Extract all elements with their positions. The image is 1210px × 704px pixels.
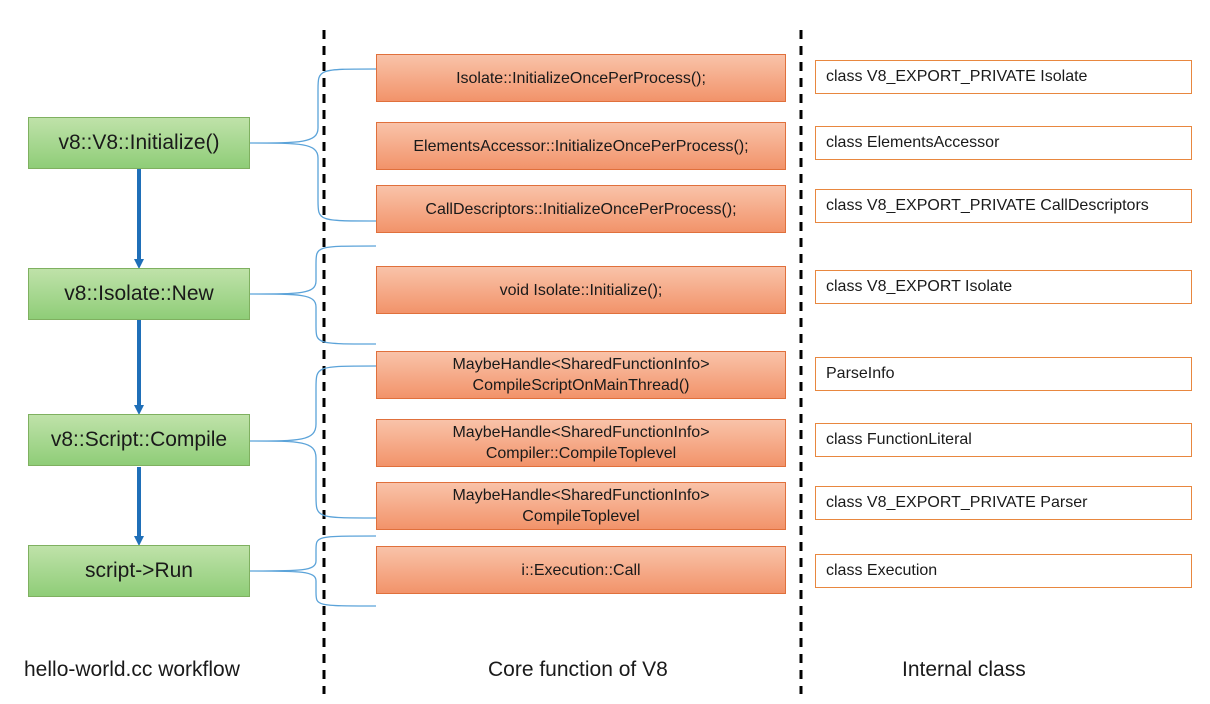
core-box-compiler-compile-toplevel: MaybeHandle<SharedFunctionInfo> Compiler… <box>376 419 786 467</box>
brace-initialize <box>249 68 377 222</box>
core-box-line1: MaybeHandle<SharedFunctionInfo> <box>452 424 710 441</box>
core-box-line1: Isolate::InitializeOncePerProcess(); <box>456 69 706 87</box>
workflow-box-script-compile: v8::Script::Compile <box>28 414 250 466</box>
core-box-line1: CallDescriptors::InitializeOncePerProces… <box>425 200 737 218</box>
class-box-isolate-private: class V8_EXPORT_PRIVATE Isolate <box>815 60 1192 94</box>
core-box-line2: Compiler::CompileToplevel <box>485 445 677 462</box>
class-box-function-literal: class FunctionLiteral <box>815 423 1192 457</box>
class-box-isolate-export: class V8_EXPORT Isolate <box>815 270 1192 304</box>
footer-internal-label: Internal class <box>902 658 1026 681</box>
core-box-line1: i::Execution::Call <box>521 561 641 579</box>
core-box-line1: MaybeHandle<SharedFunctionInfo> <box>452 487 710 504</box>
brace-isolate-new <box>249 245 377 345</box>
core-box-execution-call: i::Execution::Call <box>376 546 786 594</box>
brace-script-compile <box>249 365 377 519</box>
core-box-line1: ElementsAccessor::InitializeOncePerProce… <box>413 137 749 155</box>
workflow-box-script-run: script->Run <box>28 545 250 597</box>
core-box-line1: void Isolate::Initialize(); <box>499 281 663 299</box>
class-box-parse-info: ParseInfo <box>815 357 1192 391</box>
core-box-isolate-initialize: void Isolate::Initialize(); <box>376 266 786 314</box>
core-box-line2: CompileScriptOnMainThread() <box>472 377 690 394</box>
brace-script-run <box>249 535 377 607</box>
class-box-call-descriptors: class V8_EXPORT_PRIVATE CallDescriptors <box>815 189 1192 223</box>
class-box-execution: class Execution <box>815 554 1192 588</box>
core-box-call-descriptors: CallDescriptors::InitializeOncePerProces… <box>376 185 786 233</box>
class-box-parser: class V8_EXPORT_PRIVATE Parser <box>815 486 1192 520</box>
core-box-compile-toplevel: MaybeHandle<SharedFunctionInfo> CompileT… <box>376 482 786 530</box>
class-box-elements-accessor: class ElementsAccessor <box>815 126 1192 160</box>
core-box-line1: MaybeHandle<SharedFunctionInfo> <box>452 356 710 373</box>
core-box-isolate-init-once: Isolate::InitializeOncePerProcess(); <box>376 54 786 102</box>
footer-workflow-label: hello-world.cc workflow <box>24 658 240 681</box>
core-box-elements-accessor: ElementsAccessor::InitializeOncePerProce… <box>376 122 786 170</box>
workflow-box-v8-initialize: v8::V8::Initialize() <box>28 117 250 169</box>
core-box-line2: CompileToplevel <box>522 508 640 525</box>
workflow-box-isolate-new: v8::Isolate::New <box>28 268 250 320</box>
core-box-compile-script-main-thread: MaybeHandle<SharedFunctionInfo> CompileS… <box>376 351 786 399</box>
footer-core-label: Core function of V8 <box>488 658 668 681</box>
